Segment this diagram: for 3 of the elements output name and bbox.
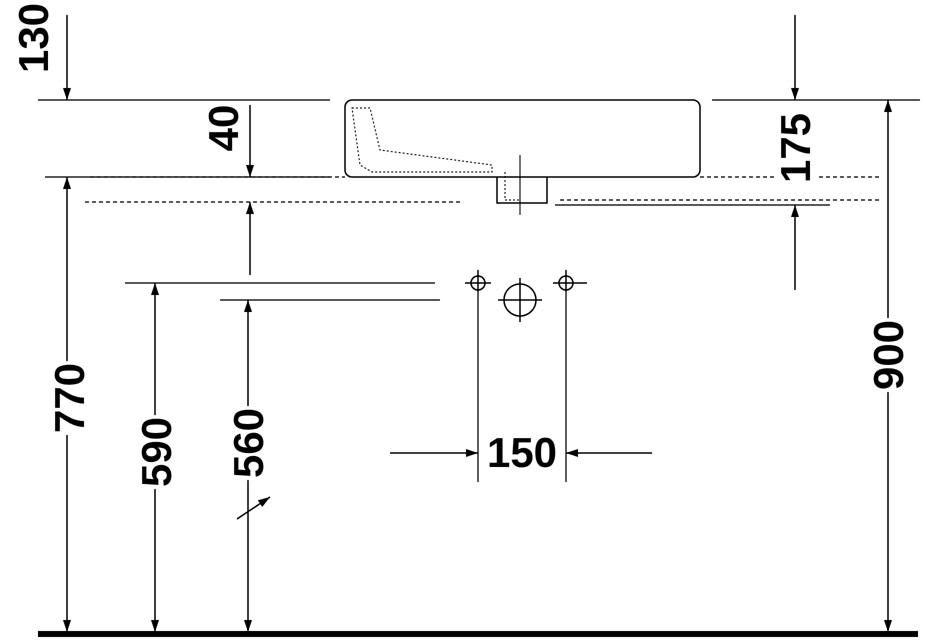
- dimension-value: 150: [486, 432, 558, 474]
- dimension-value: 130: [13, 2, 55, 76]
- dimension-value: 40: [203, 104, 245, 154]
